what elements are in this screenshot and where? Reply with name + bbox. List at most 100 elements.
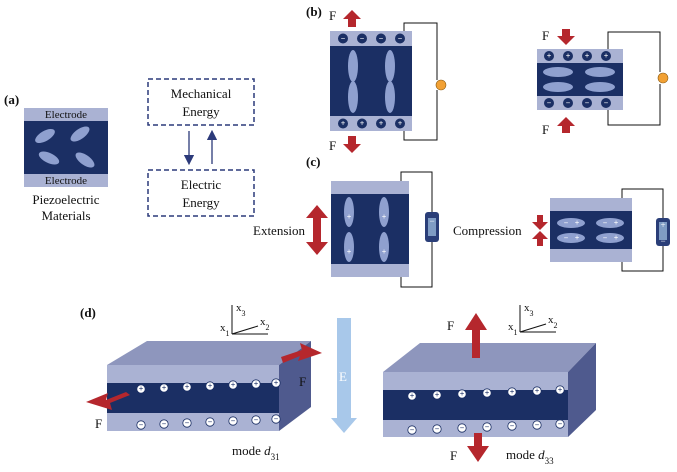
dipole: [75, 152, 95, 168]
electric-energy-box: [147, 169, 255, 217]
dipole: [38, 151, 60, 165]
electrode-top: [331, 181, 409, 194]
electrode-top: [24, 108, 108, 121]
panel-a-label: (a): [4, 92, 19, 107]
piezo-block: Electrode Electrode: [24, 108, 108, 187]
svg-text:−: −: [603, 234, 608, 243]
svg-text:+: +: [274, 379, 279, 388]
caption-materials: Materials: [41, 208, 90, 223]
compression-arrow-up: [532, 231, 548, 246]
force-label: F: [447, 318, 454, 333]
electrode-bottom: [331, 264, 409, 277]
mode-d33-label: mode d33: [506, 447, 554, 466]
svg-text:+: +: [379, 119, 384, 128]
electrode-top-band: [383, 372, 568, 390]
dipoles-horizontal: −+ −+ −+ −+: [557, 218, 624, 243]
panel-d: (d) E + + + + + + + − − − −: [80, 302, 596, 466]
slab-top-face: [383, 343, 596, 372]
svg-text:+: +: [575, 219, 580, 228]
panel-d-label: (d): [80, 305, 96, 320]
panel-a: (a) Electrode Electrode Piezoelectric Ma…: [4, 78, 255, 223]
svg-text:+: +: [382, 248, 387, 257]
svg-text:−: −: [460, 424, 465, 433]
svg-text:+: +: [614, 234, 619, 243]
svg-text:−: −: [535, 421, 540, 430]
svg-text:−: −: [435, 425, 440, 434]
panel-b: (b) F − − − − + + + + F F: [306, 4, 669, 153]
force-arrow-right: [281, 343, 322, 363]
svg-text:−: −: [566, 99, 571, 108]
force-label: F: [329, 8, 336, 23]
electrode-bottom-band: [107, 413, 279, 431]
svg-text:−: −: [208, 418, 213, 427]
svg-text:+: +: [510, 388, 515, 397]
force-arrow-down: [557, 29, 575, 45]
piezo-core: [330, 46, 412, 116]
svg-text:x3: x3: [524, 302, 534, 318]
electric-field-arrow: [331, 318, 357, 433]
circuit-wire: [400, 171, 433, 288]
piezo-core: [24, 121, 108, 174]
svg-text:+: +: [547, 52, 552, 61]
svg-text:+: +: [398, 119, 403, 128]
panel-c-label: (c): [306, 154, 320, 169]
electrode-top-label: Electrode: [45, 109, 87, 121]
dipole: [35, 129, 55, 143]
svg-text:−: −: [360, 34, 365, 43]
axis-triad: x3 x1 x2: [508, 302, 558, 337]
svg-text:−: −: [398, 34, 403, 43]
charges-plus: + + + + + + +: [136, 378, 281, 394]
svg-text:−: −: [139, 421, 144, 430]
electrode-bottom: [537, 96, 623, 110]
slab-d33: + + + + + + + − − − − − − − F F: [383, 302, 596, 466]
electrode-bottom-label: Electrode: [45, 175, 87, 187]
force-label: F: [542, 122, 549, 137]
svg-text:−: −: [429, 216, 434, 226]
svg-text:x1: x1: [508, 321, 518, 337]
electrode-bottom: [550, 249, 632, 262]
svg-text:−: −: [341, 34, 346, 43]
svg-text:−: −: [660, 236, 665, 246]
electric-field-label: E: [339, 369, 347, 384]
svg-text:−: −: [510, 422, 515, 431]
bulb-icon: [657, 72, 669, 84]
svg-text:+: +: [485, 389, 490, 398]
caption-piezoelectric: Piezoelectric: [32, 192, 99, 207]
compression-label: Compression: [453, 223, 522, 238]
svg-text:−: −: [585, 99, 590, 108]
force-label: F: [450, 448, 457, 463]
svg-text:+: +: [660, 220, 665, 230]
svg-text:+: +: [254, 380, 259, 389]
mechanical-label: Mechanical: [171, 86, 232, 101]
svg-text:+: +: [162, 384, 167, 393]
slab-top-face: [107, 341, 311, 365]
force-arrow-down: [467, 433, 489, 462]
force-label: F: [95, 416, 102, 431]
svg-text:+: +: [460, 390, 465, 399]
charges-plus: + + + + + + +: [407, 385, 565, 401]
svg-text:−: −: [162, 420, 167, 429]
svg-text:x2: x2: [548, 314, 558, 330]
svg-text:x2: x2: [260, 316, 270, 332]
piezo-core: [331, 194, 409, 264]
svg-text:+: +: [575, 234, 580, 243]
charges-bottom: − − − −: [544, 98, 611, 108]
electrode-top: [537, 49, 623, 63]
electrode-bottom-band: [383, 420, 568, 437]
extension-label: Extension: [253, 223, 305, 238]
svg-text:+: +: [139, 385, 144, 394]
dipole: [70, 126, 90, 142]
svg-text:−: −: [185, 419, 190, 428]
svg-text:+: +: [341, 119, 346, 128]
charges-minus: − − − − − − −: [136, 414, 281, 430]
force-arrow-left: [86, 392, 130, 410]
electrode-top: [330, 31, 412, 46]
force-arrow-up: [465, 313, 487, 358]
slab-d31: + + + + + + + − − − − − − − F F: [86, 302, 322, 462]
charges-minus: − − − − − − −: [407, 419, 565, 435]
energy-label-top: Energy: [182, 104, 220, 119]
axis-triad: x3 x1 x2: [220, 302, 270, 338]
force-arrow-up: [343, 10, 361, 27]
dipoles-vertical: [348, 50, 395, 113]
